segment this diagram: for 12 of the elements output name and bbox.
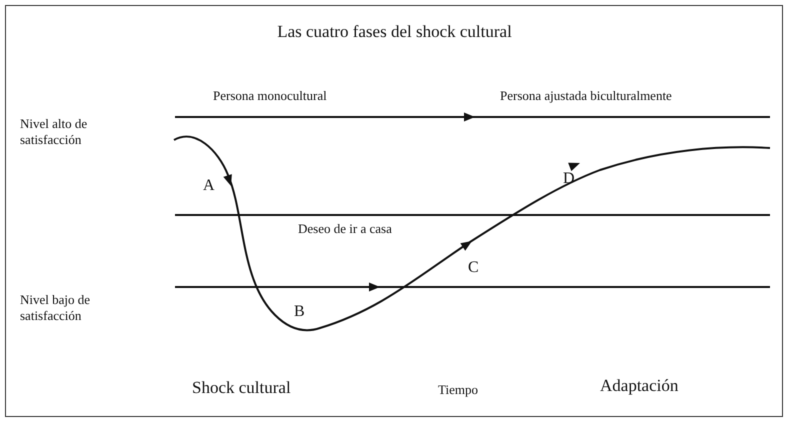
axis-label: Nivel bajo de satisfacción [20, 292, 92, 324]
phase-letter: A [203, 176, 215, 196]
line-label: Deseo de ir a casa [298, 221, 392, 238]
phase-letter: C [468, 258, 479, 278]
diagram-title: Las cuatro fases del shock cultural [276, 21, 513, 43]
line-label: Persona ajustada biculturalmente [500, 88, 672, 104]
line-label: Persona monocultural [213, 88, 327, 104]
axis-label: Nivel alto de satisfacción [20, 116, 88, 148]
phase-letter: B [294, 302, 305, 322]
phase-label: Adaptación [600, 375, 678, 396]
axis-label: Tiempo [438, 382, 478, 398]
phase-label: Shock cultural [192, 377, 291, 398]
